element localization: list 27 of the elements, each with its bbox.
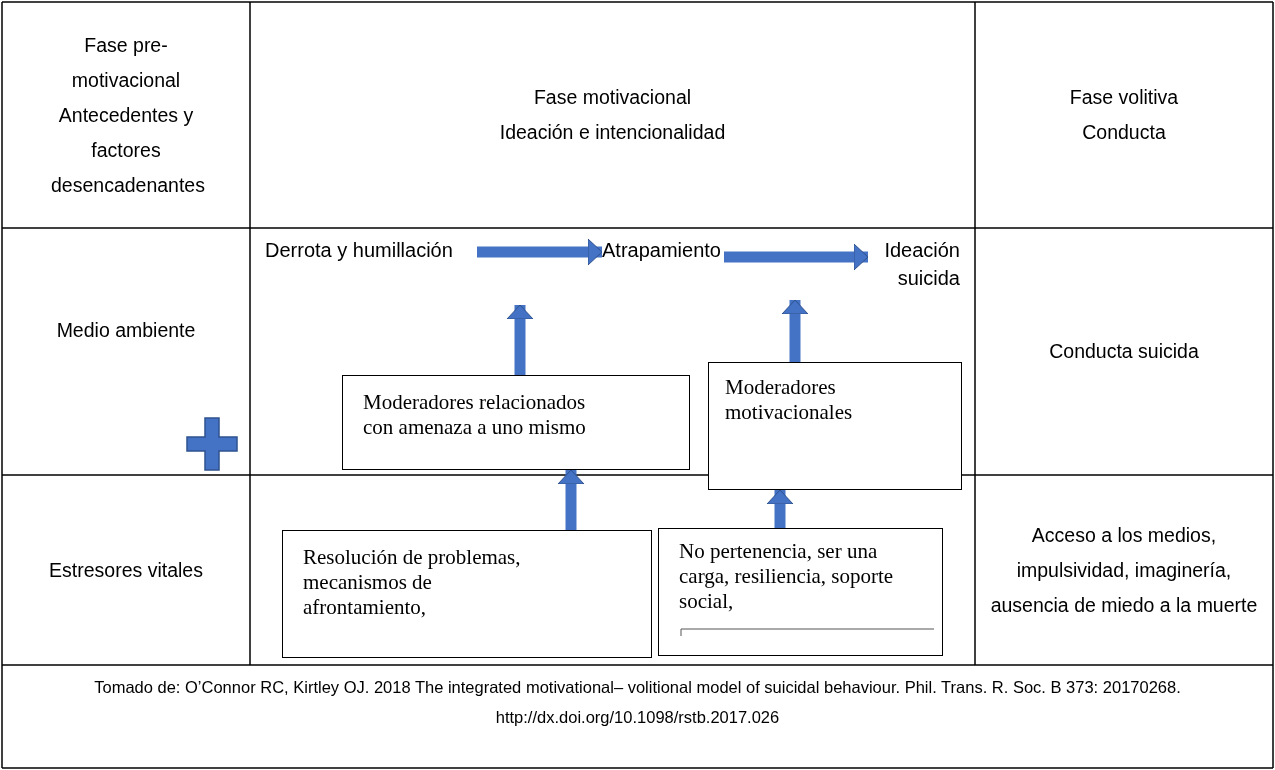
block-arrow (766, 489, 794, 528)
column-header: Fase pre-motivacional (70, 32, 182, 93)
block-arrow (557, 469, 585, 530)
text-box (282, 530, 652, 658)
block-arrow (724, 243, 869, 271)
cell-text: Acceso a los medios, impulsividad, imaginería, ausencia de miedo a la muerte (989, 522, 1259, 618)
box-text: Moderadores motivacionales (725, 375, 853, 424)
column-header: Ideación e intencionalidad (499, 120, 726, 145)
block-arrow (506, 304, 534, 375)
box-text: Resolución de problemas, mecanismos de afrontamiento, (303, 545, 521, 619)
block-arrow (477, 238, 603, 266)
column-header: Fase motivacional (533, 85, 692, 110)
box-text: Moderadores relacionados con amenaza a uno mismo (363, 390, 586, 439)
row-label: Medio ambiente (56, 317, 196, 343)
row-label: Estresores vitales (49, 557, 203, 583)
stage-text: Atrapamiento (602, 239, 721, 261)
block-arrow (781, 299, 809, 362)
box-text: No pertenencia, ser una carga, resiliencia, soporte social, (679, 539, 894, 613)
stage-text: Ideación suicida (884, 239, 960, 289)
text-box (342, 375, 690, 470)
column-header: Conducta (1082, 120, 1166, 145)
source-citation: Tomado de: O’Connor RC, Kirtley OJ. 2018 The integrated motivational– volitional model of suicidal behaviour. Phil. Trans. R. Soc. B 373: 20170268. http://dx.doi.org/10.1098/rstb.2017.026 (93, 677, 1182, 728)
stage-text: Derrota y humillación (265, 239, 453, 261)
text-box (708, 362, 962, 490)
cell-text: Conducta suicida (1049, 339, 1199, 364)
column-header: Fase volitiva (1069, 85, 1179, 110)
text-box (658, 528, 943, 656)
